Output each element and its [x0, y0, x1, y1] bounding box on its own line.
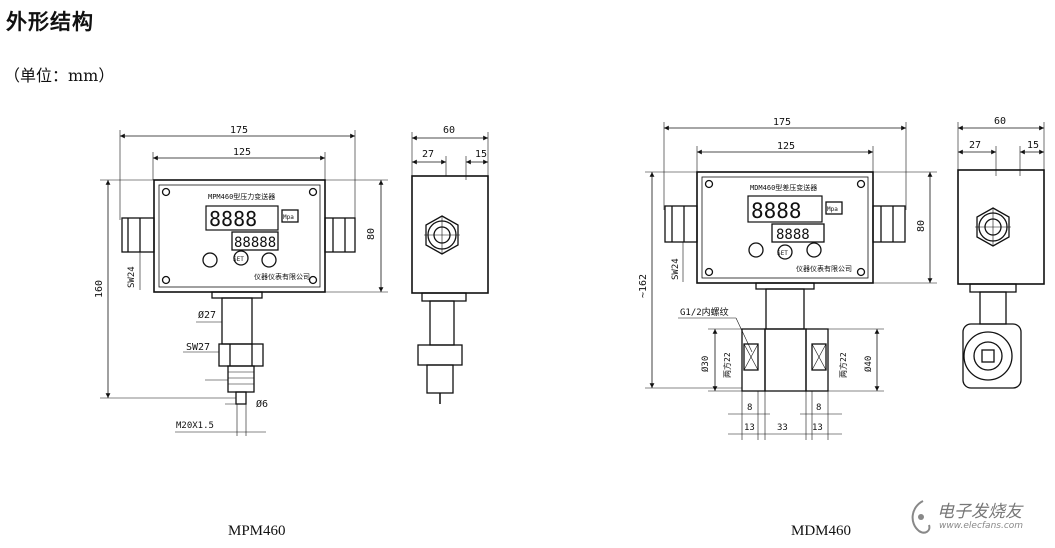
- mpm-side-60: 60: [443, 125, 455, 136]
- mpm-display-main: 8888: [209, 207, 257, 231]
- mdm-dim-175: 175: [773, 117, 791, 128]
- mdm-dim-d40: Ø40: [863, 356, 874, 372]
- mpm-dim-160: 160: [94, 280, 105, 298]
- mdm-base-right: 13: [812, 423, 823, 433]
- mdm460-front-view: [645, 122, 937, 440]
- mpm-dim-d27: Ø27: [198, 309, 216, 321]
- mpm-dim-sw24: SW24: [127, 266, 137, 288]
- mdm-dim-125: 125: [777, 141, 795, 152]
- mdm-flat-left: 两方22: [722, 352, 732, 378]
- watermark-url: www.elecfans.com: [939, 521, 1024, 531]
- mdm-display-main: 8888: [751, 199, 802, 223]
- mpm-dim-80: 80: [366, 228, 377, 240]
- mdm-side-60: 60: [994, 116, 1006, 127]
- mpm-side-27: 27: [422, 149, 434, 160]
- watermark-text: 电子发烧友: [937, 502, 1022, 522]
- mdm-flat-right: 两方22: [838, 352, 848, 378]
- mdm-side-27: 27: [969, 140, 981, 151]
- mdm-display-sub: 8888: [776, 227, 810, 243]
- mpm460-caption: MPM460: [228, 523, 286, 539]
- mpm-brand: 仪器仪表有限公司: [254, 272, 310, 281]
- mdm-dim-162: ~162: [638, 274, 649, 298]
- mpm-side-15: 15: [475, 149, 487, 160]
- mdm-unit-badge: Mpa: [827, 206, 838, 213]
- mdm-base-mid: 33: [777, 423, 788, 433]
- unit-note: （单位：mm）: [4, 66, 115, 85]
- mpm460-front-view: [100, 130, 388, 436]
- mpm-panel-title: MPM460型压力变送器: [208, 192, 275, 201]
- mdm460-caption: MDM460: [791, 523, 852, 539]
- mpm-dim-thread: M20X1.5: [176, 421, 214, 431]
- mpm460-side-view: [411, 132, 489, 404]
- mpm-btn-set: SET: [233, 256, 244, 263]
- mdm-dim-80: 80: [916, 220, 927, 232]
- mdm460-side-view: [957, 122, 1045, 389]
- page-title: 外形结构: [6, 10, 94, 34]
- mpm-unit-badge: Mpa: [283, 214, 294, 221]
- mpm-dim-d6: Ø6: [256, 398, 268, 410]
- mdm-dim-d30: Ø30: [700, 356, 711, 372]
- mdm-panel-title: MDM460型差压变送器: [750, 183, 817, 192]
- mpm-dim-125: 125: [233, 147, 251, 158]
- mpm-dim-sw27: SW27: [186, 342, 210, 353]
- mdm-w-left: 8: [747, 403, 752, 413]
- mpm-dim-175: 175: [230, 125, 248, 136]
- watermark: 电子发烧友 www.elecfans.com: [905, 497, 1050, 539]
- watermark-logo-icon: [911, 500, 931, 534]
- mdm-dim-sw24: SW24: [671, 258, 681, 280]
- mdm-base-left: 13: [744, 423, 755, 433]
- mdm-w-right: 8: [816, 403, 821, 413]
- mdm-side-15: 15: [1027, 140, 1039, 151]
- mpm-display-sub: 88888: [234, 235, 276, 251]
- mdm-btn-set: SET: [777, 250, 788, 257]
- mdm-brand: 仪器仪表有限公司: [796, 264, 852, 273]
- mdm-thread-note: G1/2内螺纹: [680, 306, 729, 318]
